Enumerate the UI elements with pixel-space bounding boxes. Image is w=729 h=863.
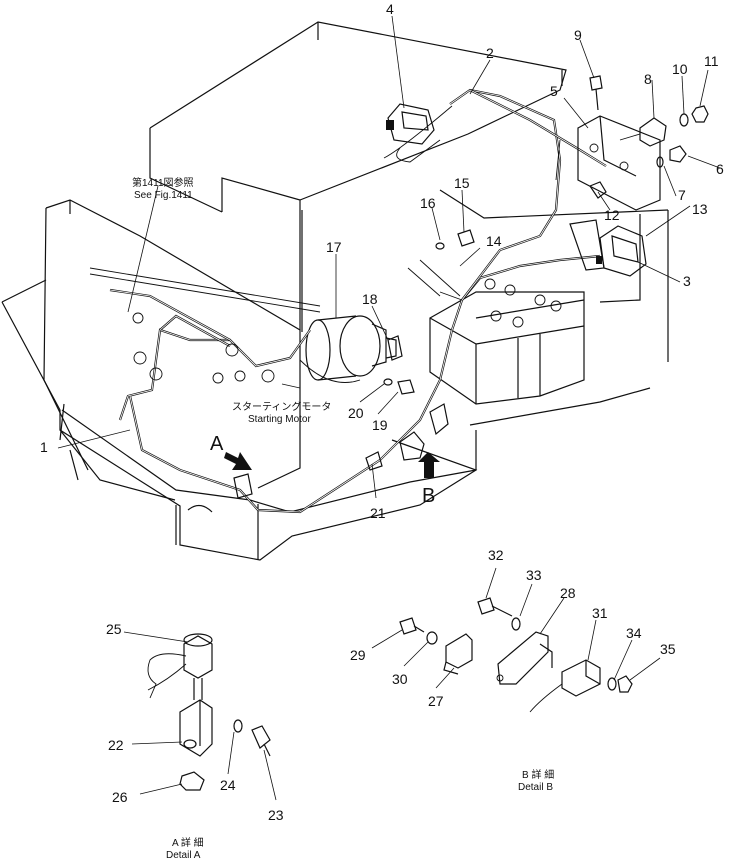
callout-25: 25 <box>106 621 122 637</box>
callout-6: 6 <box>716 161 724 177</box>
detail-b-jp-label: B 詳 細 <box>522 768 554 781</box>
starting-motor-jp-label: スターティングモータ <box>232 400 331 413</box>
callout-19: 19 <box>372 417 388 433</box>
machine-body <box>1 21 669 561</box>
callout-21: 21 <box>370 505 386 521</box>
captions: 第1411図参照 See Fig.1411 スターティングモータ Startin… <box>132 176 554 861</box>
callout-7: 7 <box>678 187 686 203</box>
detail-a-en-label: Detail A <box>166 850 201 861</box>
callout-20: 20 <box>348 405 364 421</box>
callout-32: 32 <box>488 547 504 563</box>
callout-33: 33 <box>526 567 542 583</box>
callout-5: 5 <box>550 83 558 99</box>
callout-29: 29 <box>350 647 366 663</box>
callout-12: 12 <box>604 207 620 223</box>
detail-b-drawing <box>399 597 633 713</box>
callout-16: 16 <box>420 195 436 211</box>
callout-10: 10 <box>672 61 688 77</box>
detail-a-jp-label: A 詳 細 <box>172 836 204 849</box>
view-arrow-icon <box>224 452 440 478</box>
callout-9: 9 <box>574 27 582 43</box>
view-marker-a: A <box>210 433 224 455</box>
callout-numbers: 1 2 3 4 5 6 7 8 9 10 11 12 13 14 15 16 1… <box>40 1 724 823</box>
callout-17: 17 <box>326 239 342 255</box>
callout-1: 1 <box>40 439 48 455</box>
detail-a-drawing <box>147 633 271 791</box>
callout-24: 24 <box>220 777 236 793</box>
callout-15: 15 <box>454 175 470 191</box>
callout-35: 35 <box>660 641 676 657</box>
callout-3: 3 <box>683 273 691 289</box>
detail-b-en-label: Detail B <box>518 782 553 793</box>
see-fig-en-label: See Fig.1411 <box>134 190 193 201</box>
view-marker-b: B <box>422 485 435 507</box>
callout-8: 8 <box>644 71 652 87</box>
callout-27: 27 <box>428 693 444 709</box>
callout-23: 23 <box>268 807 284 823</box>
callout-18: 18 <box>362 291 378 307</box>
leader-lines <box>57 15 721 801</box>
hardware-main <box>233 75 709 499</box>
battery-icon <box>429 278 585 405</box>
callout-26: 26 <box>112 789 128 805</box>
starting-motor-en-label: Starting Motor <box>248 414 311 425</box>
callout-28: 28 <box>560 585 576 601</box>
callout-11: 11 <box>704 53 719 69</box>
callout-14: 14 <box>486 233 502 249</box>
callout-4: 4 <box>386 1 394 17</box>
callout-30: 30 <box>392 671 408 687</box>
callout-2: 2 <box>486 45 494 61</box>
see-fig-jp-label: 第1411図参照 <box>132 176 194 189</box>
callout-13: 13 <box>692 201 708 217</box>
lamp-icon <box>386 103 661 277</box>
callout-31: 31 <box>592 605 608 621</box>
callout-34: 34 <box>626 625 642 641</box>
callout-22: 22 <box>108 737 124 753</box>
wire-harness <box>89 88 607 514</box>
